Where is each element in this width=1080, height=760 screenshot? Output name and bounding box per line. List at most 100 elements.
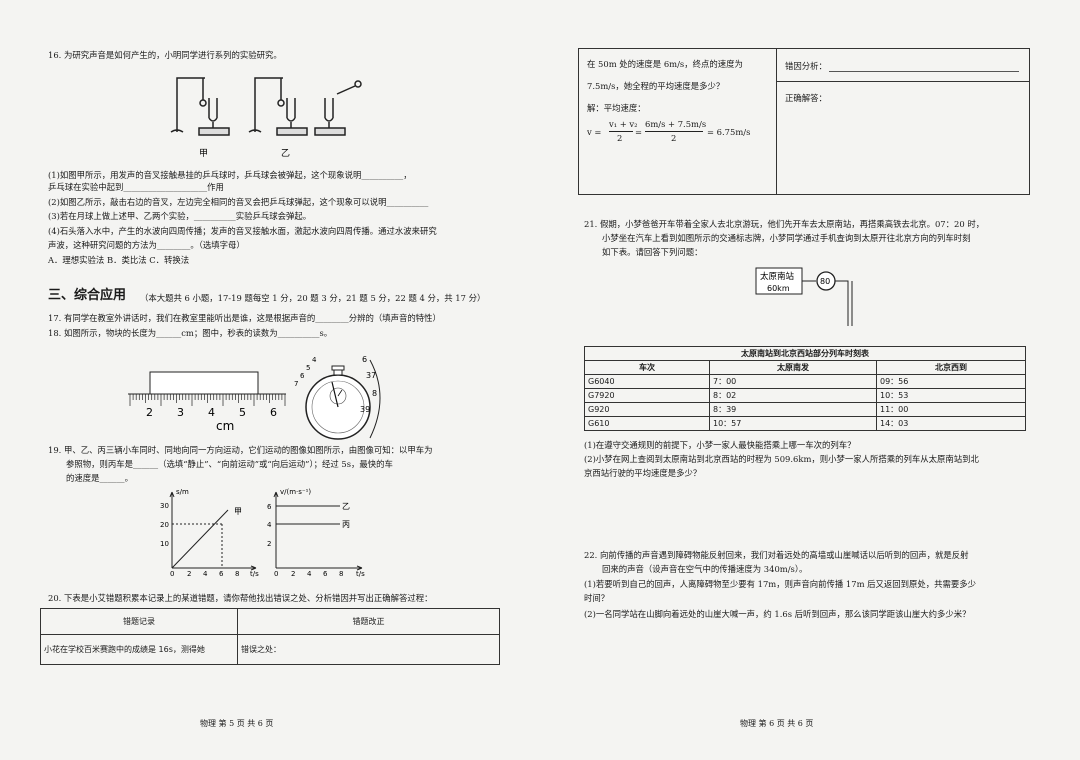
formula-rhs: = 6.75m/s: [707, 127, 751, 137]
ruler-tick-label: 4: [208, 406, 215, 419]
q16-title: 16. 为研究声音是如何产生的，小明同学进行系列的实验研究。: [48, 50, 282, 60]
graph2-ytick: 6: [267, 503, 272, 511]
q19-l3: 的速度是______。: [66, 473, 133, 483]
graph1-ytick: 30: [160, 502, 169, 510]
q16-p4b: 声波，这种研究问题的方法为________。（选填字母）: [48, 240, 245, 250]
graph2-ytick: 2: [267, 540, 271, 548]
box-line2: 7.5m/s，她全程的平均速度是多少？: [587, 81, 725, 91]
stopwatch-inner-label: 4: [312, 356, 317, 364]
graph1-ytick: 10: [160, 540, 169, 548]
q21-l1: 21. 假期，小梦爸爸开车带着全家人去北京游玩，他们先开车去太原南站，再搭乘高铁…: [584, 219, 985, 229]
section3-title: 三、综合应用: [48, 288, 127, 303]
formula-lhs: v =: [587, 127, 602, 137]
section3-note: （本大题共 6 小题，17-19 题每空 1 分，20 题 3 分，21 题 5…: [140, 293, 486, 303]
q19-l2: 参照物，则丙车是______（选填“静止”、“向前运动”或“向后运动”）；经过 …: [66, 459, 393, 469]
q22-l1: 22. 向前传播的声音遇到障碍物能反射回来，我们对着远处的高墙或山崖喊话以后听到…: [584, 550, 969, 560]
page-5: 16. 为研究声音是如何产生的，小明同学进行系列的实验研究。 甲 乙 (: [40, 50, 500, 728]
graph2-xtick: 4: [307, 570, 312, 578]
stopwatch-outer-label: 6: [362, 355, 367, 364]
graph1-ytick: 20: [160, 521, 169, 529]
graph2-xtick: 6: [323, 570, 328, 578]
q21-l2: 小梦坐在汽车上看到如图所示的交通标志牌，小梦同学通过手机查询到太原开往北京方向的…: [602, 233, 971, 243]
graph1-xtick: 8: [235, 570, 239, 578]
stopwatch-inner-label: 6: [300, 372, 305, 380]
q16-p4: (4)石头落入水中，产生的水波向四周传播；发声的音叉接触水面，激起水波向四周传播…: [48, 226, 437, 236]
graph2-xtick: 2: [291, 570, 295, 578]
box-answer: 正确解答：: [785, 93, 827, 103]
q21-q1: (1)在遵守交通规则的前提下，小梦一家人最快能搭乘上哪一车次的列车？: [584, 440, 856, 450]
q22-l5: (2)一名同学站在山脚向着远处的山崖大喊一声，约 1.6s 后听到回声，那么该同…: [584, 609, 971, 619]
graph1-xtick: 2: [187, 570, 191, 578]
q22-l3: (1)若要听到自己的回声，人离障碍物至少要有 17m，则声音向前传播 17m 后…: [584, 579, 977, 589]
graph1-ylabel: s/m: [176, 488, 189, 496]
sign-station: 太原南站: [760, 271, 795, 282]
timetable-header: 车次: [584, 360, 710, 375]
formula-den1: 2: [617, 133, 623, 143]
graph1-xlabel: t/s: [250, 570, 259, 578]
timetable-header: 太原南发: [709, 360, 877, 375]
q20-continuation-box: 在 50m 处的速度是 6m/s，终点的速度为 7.5m/s，她全程的平均速度是…: [578, 48, 1030, 195]
ruler-tick-label: 5: [239, 406, 246, 419]
fig-label-b: 乙: [281, 148, 290, 159]
formula-num1: v₁ + v₂: [609, 119, 638, 129]
q16-p1: (1)如图甲所示，用发声的音叉接触悬挂的乒乓球时，乒乓球会被弹起，这个现象说明_…: [48, 170, 412, 180]
stopwatch-outer-label: 8: [372, 389, 377, 398]
sign-limit: 80: [820, 277, 830, 286]
tuning-fork-figure: 甲 乙: [170, 77, 362, 159]
graph2-ylabel: v/(m·s⁻¹): [280, 488, 311, 496]
graph1-xtick: 0: [170, 570, 174, 578]
graph1-xtick: 4: [203, 570, 208, 578]
graph2-series-a: 乙: [342, 502, 350, 511]
q18: 18. 如图所示，物块的长度为______cm；图中，秒表的读数为_______…: [48, 328, 333, 338]
box-line3: 解：平均速度：: [587, 103, 646, 113]
q20-table: 错题记录 错题改正 小花在学校百米赛跑中的成绩是 16s，测得她 错误之处：: [40, 608, 500, 665]
formula-den2: 2: [671, 133, 677, 143]
sign-distance: 60km: [767, 284, 790, 293]
q19-l1: 19. 甲、乙、丙三辆小车同时、同地向同一方向运动，它们运动的图像如图所示，由图…: [48, 445, 433, 455]
q21-q2a: (2)小梦在网上查阅到太原南站到北京西站的时程为 509.6km，则小梦一家人所…: [584, 454, 979, 464]
stopwatch-outer-label: 37: [366, 371, 376, 380]
q22-l2: 回来的声音（设声音在空气中的传播速度为 340m/s）。: [602, 564, 808, 574]
traffic-sign-figure: 太原南站 60km 80: [755, 267, 853, 326]
q16-p1b: 乒乓球在实验中起到____________________作用: [48, 182, 224, 192]
graph2-ytick: 4: [267, 521, 272, 529]
graph2-xtick: 8: [339, 570, 343, 578]
stopwatch-inner-label: 5: [306, 364, 310, 372]
graph1-xtick: 6: [219, 570, 224, 578]
graph2-xtick: 0: [274, 570, 278, 578]
q22-l4: 时间？: [584, 593, 610, 603]
q20-col2: 错题改正: [237, 608, 500, 635]
graph-v-t: v/(m·s⁻¹) t/s 乙 丙 6 4 2 0 2 4 6 8: [267, 488, 365, 578]
stopwatch-inner-label: 7: [294, 380, 298, 388]
q21-q2b: 京西站行驶的平均速度是多少？: [584, 468, 702, 478]
timetable-title: 太原南站到北京西站部分列车时刻表: [584, 346, 1026, 361]
stopwatch-outer-label: 39: [360, 405, 370, 414]
formula-num2: 6m/s + 7.5m/s: [645, 119, 707, 129]
page-6: 在 50m 处的速度是 6m/s，终点的速度为 7.5m/s，她全程的平均速度是…: [540, 0, 1080, 760]
q20-row1: 小花在学校百米赛跑中的成绩是 16s，测得她: [40, 634, 238, 665]
graph2-xlabel: t/s: [356, 570, 365, 578]
timetable-header: 北京西到: [876, 360, 1026, 375]
ruler-unit: cm: [216, 419, 234, 433]
graph1-series: 甲: [234, 507, 242, 516]
ruler-figure: 2 3 4 5 6 cm: [128, 371, 286, 433]
q16-p3: (3)若在月球上做上述甲、乙两个实验，__________实验乒乓球会弹起。: [48, 211, 312, 221]
q20-title: 20. 下表是小艾错题积累本记录上的某道错题，请你帮他找出错误之处、分析错因并写…: [48, 593, 433, 603]
q20-error-label: 错误之处：: [237, 634, 500, 665]
graph-s-t: s/m t/s 甲 30 20 10 0 2 4 6 8: [160, 488, 259, 578]
page-footer: 物理 第 5 页 共 6 页: [200, 719, 274, 728]
q16-p2: (2)如图乙所示，敲击右边的音叉，左边完全相同的音叉会把乒乓球弹起，这个现象可以…: [48, 197, 429, 207]
q16-options: A．理想实验法 B．类比法 C．转换法: [48, 255, 190, 265]
stopwatch-figure: 6 37 8 39 4 5 6 7: [294, 355, 381, 440]
q17: 17. 有同学在教室外讲话时，我们在教室里能听出是谁，这是根据声音的______…: [48, 313, 441, 323]
page-footer: 物理 第 6 页 共 6 页: [740, 719, 814, 728]
q21-l3: 如下表。请回答下列问题：: [602, 247, 703, 257]
graph2-series-b: 丙: [342, 520, 350, 529]
ruler-tick-label: 6: [270, 406, 277, 419]
q20-col1: 错题记录: [40, 608, 238, 635]
box-analysis: 错因分析：: [785, 61, 827, 71]
